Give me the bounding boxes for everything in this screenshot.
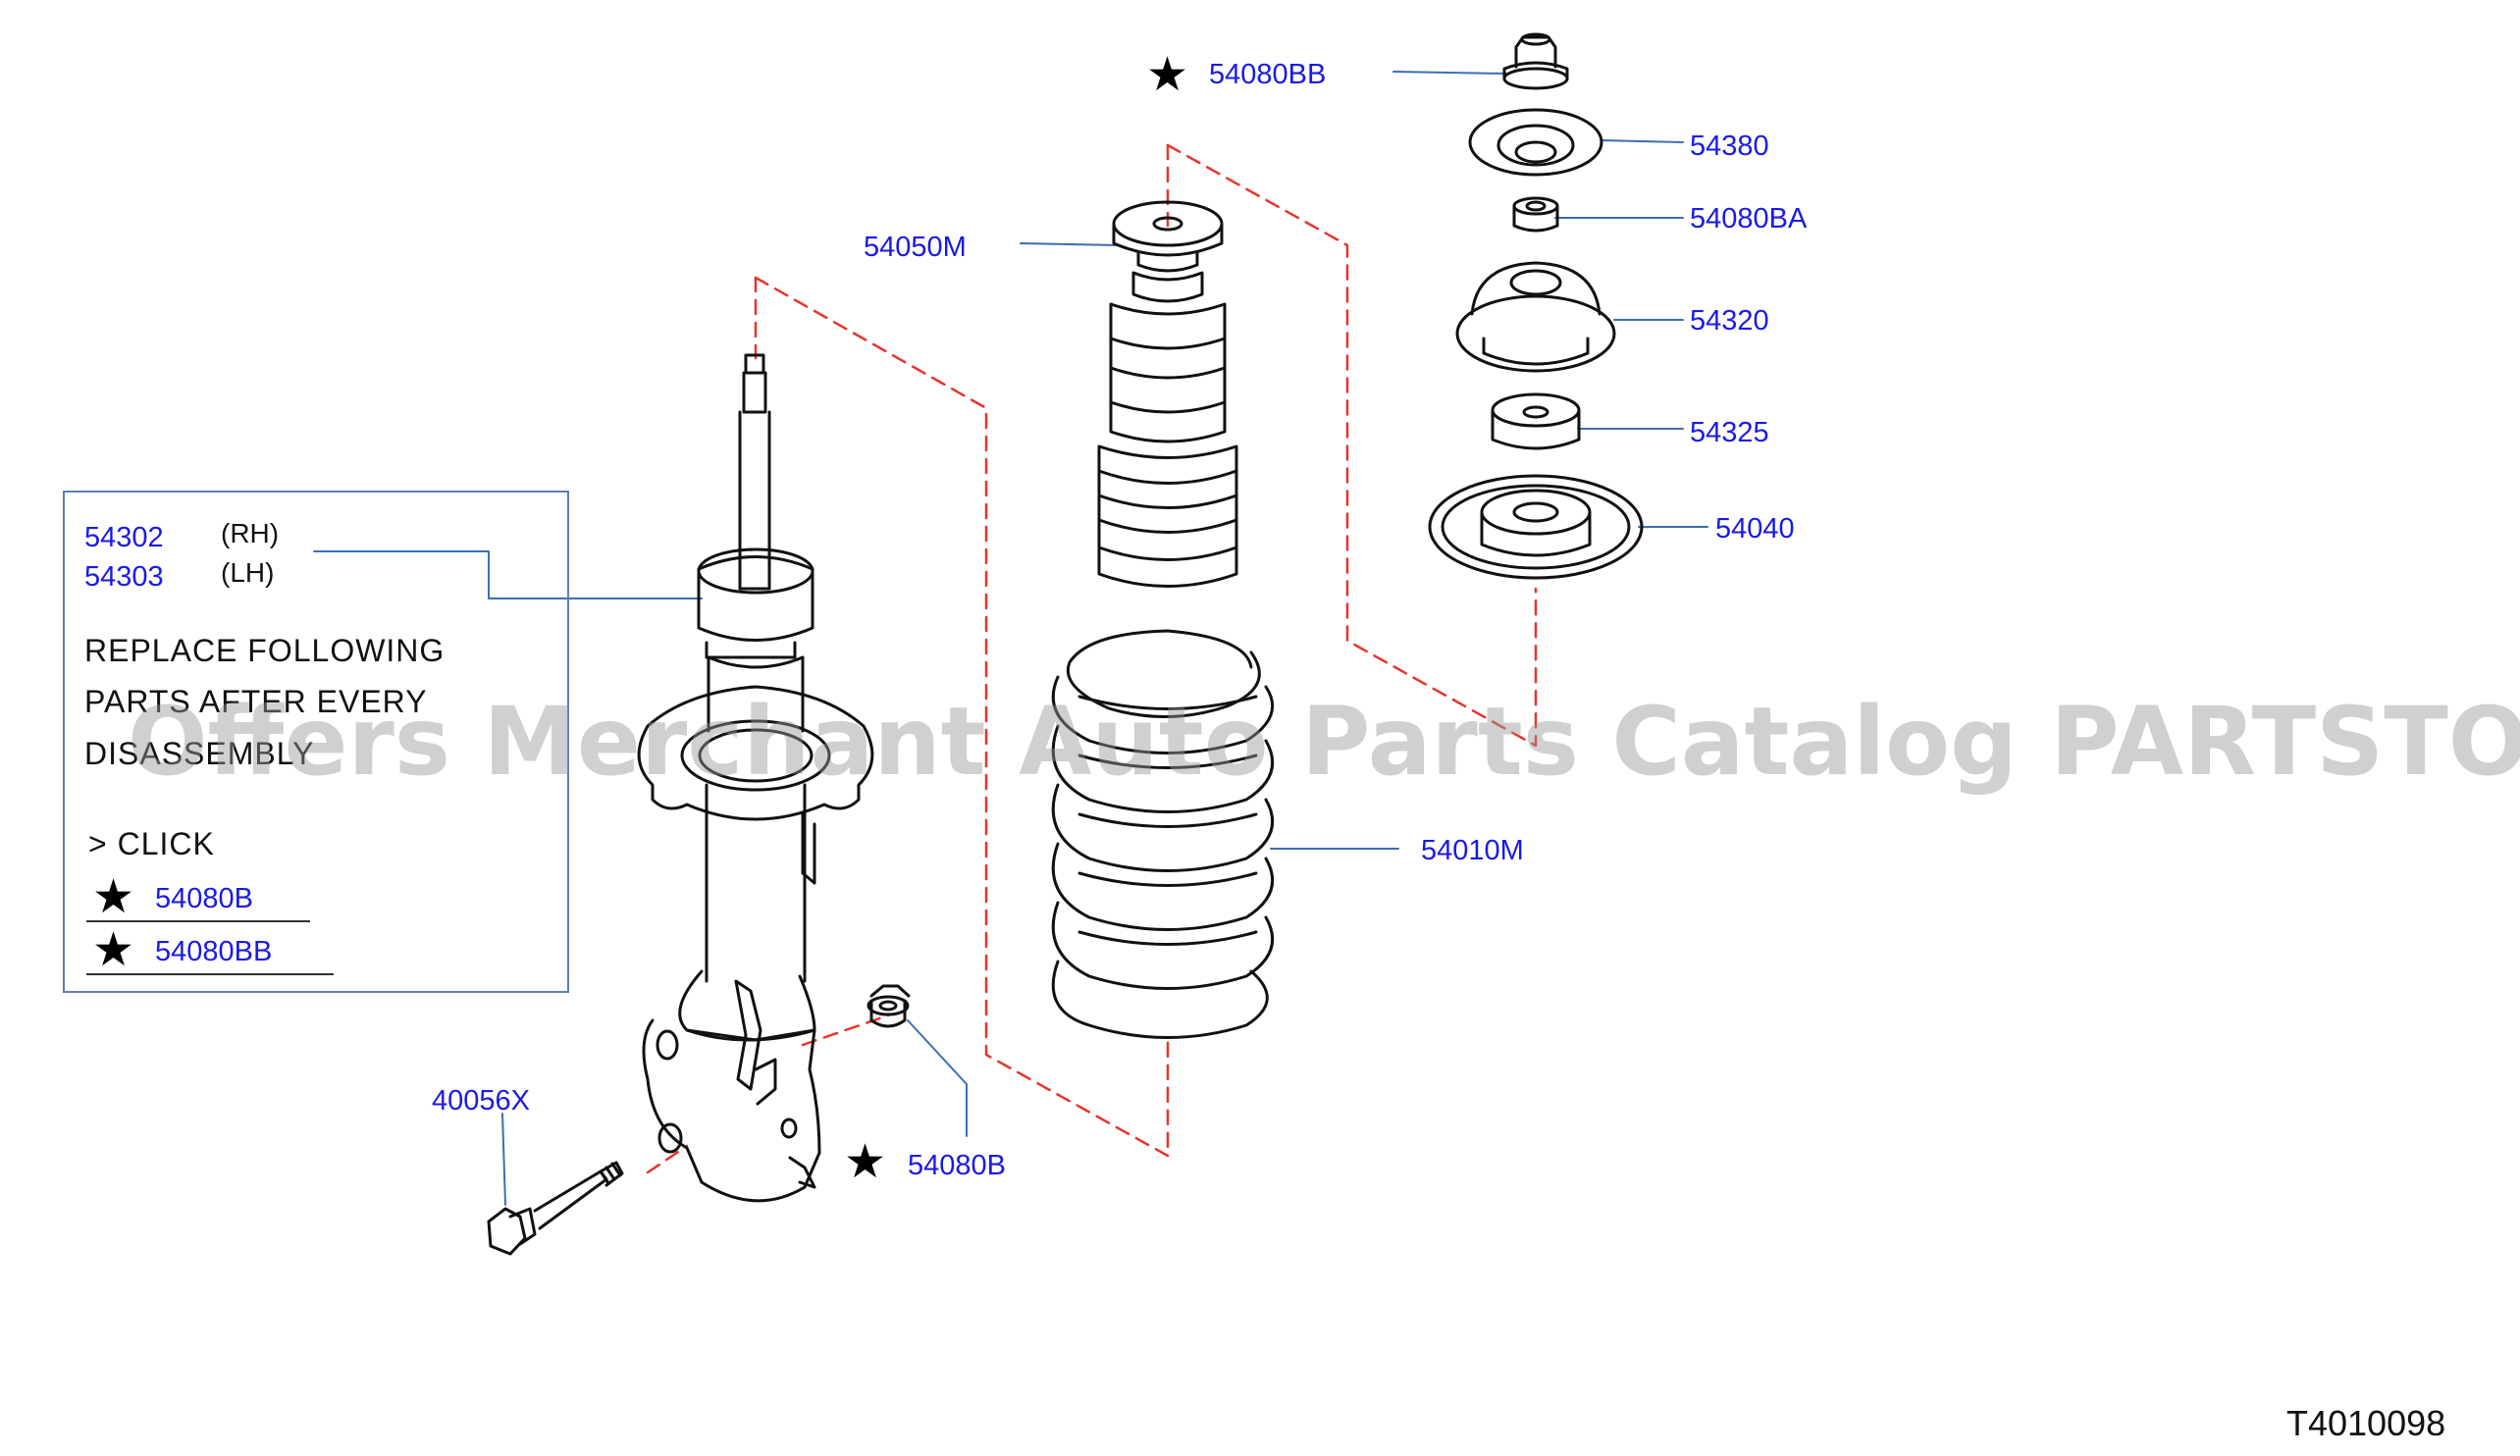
note-item-54080B[interactable]: 54080B xyxy=(155,883,253,914)
bolt xyxy=(487,1161,624,1256)
lh-label: (LH) xyxy=(221,557,275,588)
divider xyxy=(86,973,334,975)
mount-insulator xyxy=(1455,261,1616,373)
note-line-1: REPLACE FOLLOWING xyxy=(84,633,446,668)
lock-nut-small xyxy=(1512,196,1559,233)
callout-54080B[interactable]: 54080B xyxy=(908,1150,1006,1181)
note-item-54080BB[interactable]: 54080BB xyxy=(155,936,273,967)
callout-54325[interactable]: 54325 xyxy=(1690,417,1769,448)
star-icon: ★ xyxy=(1146,47,1189,102)
callout-54380[interactable]: 54380 xyxy=(1690,130,1769,162)
note-line-3: DISASSEMBLY xyxy=(84,736,315,771)
callout-54320[interactable]: 54320 xyxy=(1690,305,1769,337)
click-label: > CLICK xyxy=(88,826,215,861)
callout-54302[interactable]: 54302 xyxy=(84,522,164,553)
flange-nut-lower xyxy=(866,984,911,1028)
star-icon: ★ xyxy=(844,1134,887,1189)
replacement-note-box xyxy=(63,491,569,993)
strut-assembly xyxy=(637,353,874,1203)
callout-54040[interactable]: 54040 xyxy=(1715,513,1795,545)
leader-lines xyxy=(313,71,1708,1206)
callout-54080BA[interactable]: 54080BA xyxy=(1690,203,1808,234)
star-icon: ★ xyxy=(92,869,135,924)
spring-upper-seat xyxy=(1428,474,1644,580)
bushing xyxy=(1491,392,1581,450)
callout-54010M[interactable]: 54010M xyxy=(1421,835,1524,866)
diagram-id: T4010098 xyxy=(2286,1403,2446,1443)
rh-label: (RH) xyxy=(221,518,280,548)
bound-bumper-boot xyxy=(1097,200,1238,588)
assembly-guide-lines xyxy=(646,143,1538,1174)
flange-nut-top xyxy=(1502,32,1569,90)
note-line-2: PARTS AFTER EVERY xyxy=(84,684,428,719)
callout-54303[interactable]: 54303 xyxy=(84,561,164,593)
callout-54050M[interactable]: 54050M xyxy=(864,232,967,263)
washer xyxy=(1468,108,1603,177)
callout-54080BB[interactable]: 54080BB xyxy=(1209,59,1327,90)
star-icon: ★ xyxy=(92,922,135,977)
coil-spring xyxy=(1051,629,1275,1039)
divider xyxy=(86,920,310,922)
callout-40056X[interactable]: 40056X xyxy=(432,1085,530,1117)
